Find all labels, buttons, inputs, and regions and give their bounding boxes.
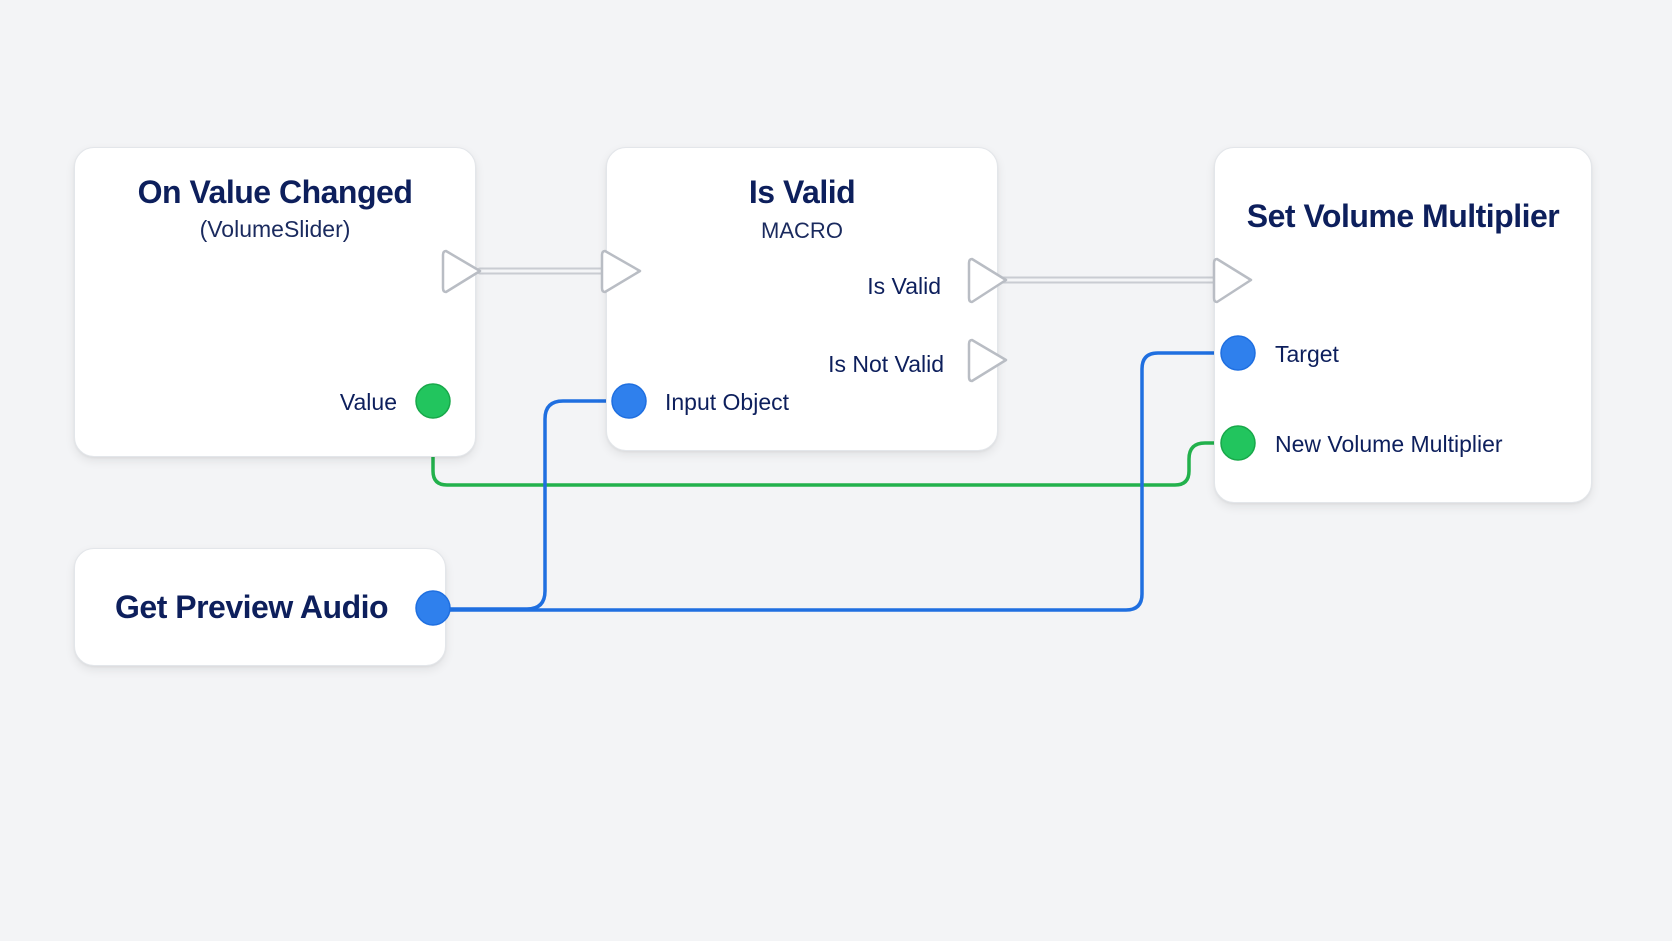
- object-wire-audio-to-target: [433, 351, 1238, 612]
- node-get-preview-audio[interactable]: Get Preview Audio: [74, 548, 446, 666]
- node-set-volume-multiplier[interactable]: Set Volume Multiplier Target New Volume …: [1214, 147, 1592, 503]
- float-wire-value-to-new-volume: [431, 401, 1238, 487]
- node-subtitle: MACRO: [761, 218, 843, 243]
- node-subtitle: (VolumeSlider): [199, 216, 351, 242]
- object-wire-audio-to-input-object: [433, 399, 629, 611]
- is-not-valid-pin-label: Is Not Valid: [828, 351, 944, 377]
- node-is-valid[interactable]: Is Valid MACRO Is Valid Is Not Valid Inp…: [606, 147, 998, 451]
- new-volume-pin-label: New Volume Multiplier: [1275, 431, 1503, 457]
- node-on-value-changed[interactable]: On Value Changed (VolumeSlider) Value: [74, 147, 476, 457]
- node-title: On Value Changed: [137, 174, 413, 210]
- target-pin-label: Target: [1275, 341, 1339, 367]
- is-valid-pin-label: Is Valid: [867, 273, 941, 299]
- value-pin-label: Value: [339, 389, 397, 415]
- node-title: Get Preview Audio: [115, 589, 389, 625]
- input-object-pin-label: Input Object: [665, 389, 790, 415]
- node-title: Is Valid: [748, 174, 856, 210]
- node-title: Set Volume Multiplier: [1246, 198, 1560, 234]
